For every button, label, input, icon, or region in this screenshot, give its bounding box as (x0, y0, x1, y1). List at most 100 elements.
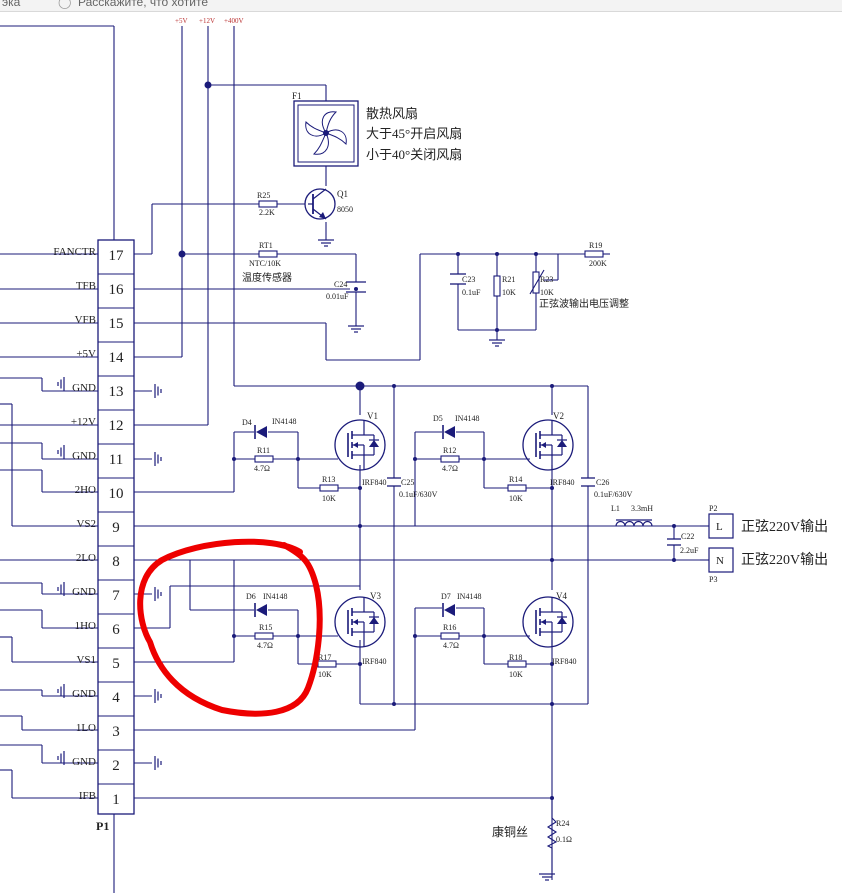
p3-pin: N (716, 555, 724, 567)
d5-ref: D5 (433, 414, 443, 423)
r13-value: 10K (322, 494, 336, 503)
rail-label-12v: +12V (199, 17, 215, 25)
rt1-ref: RT1 (259, 241, 273, 250)
r19-value: 200K (589, 259, 607, 268)
fan-icon (293, 100, 359, 167)
pin-label: GND (72, 688, 96, 700)
c26-ref: C26 (596, 478, 609, 487)
r19-ref: R19 (589, 241, 602, 250)
diode-icon (442, 602, 456, 618)
pin-label: VFB (75, 314, 96, 326)
c22-ref: C22 (681, 532, 694, 541)
l1-ref: L1 (611, 504, 620, 513)
v3-ref: V3 (370, 591, 381, 601)
r24-ref: R24 (556, 819, 569, 828)
top-toolbar: эка ◯ Расскажите, что хотите (0, 0, 842, 12)
c24-value: 0.01uF (326, 292, 349, 301)
pin-label: VS1 (76, 654, 96, 666)
diode-icon (442, 424, 456, 440)
r12-ref: R12 (443, 446, 456, 455)
p2-ref: P2 (709, 504, 717, 513)
toolbar-text: эка (2, 0, 21, 9)
r23-value: 10K (540, 288, 554, 297)
v4-ref: V4 (556, 591, 567, 601)
r15-ref: R15 (259, 623, 272, 632)
r25-ref: R25 (257, 191, 270, 200)
v2-value: IRF840 (550, 478, 574, 487)
pin-label: +5V (76, 348, 96, 360)
l1-value: 3.3mH (631, 504, 653, 513)
rt1-desc: 温度传感器 (242, 271, 292, 284)
r16-ref: R16 (443, 623, 456, 632)
pin-number: 7 (112, 588, 120, 604)
r24-value: 0.1Ω (556, 835, 572, 844)
c22-value: 2.2uF (680, 546, 699, 555)
r12-value: 4.7Ω (442, 464, 458, 473)
d5-value: IN4148 (455, 414, 479, 423)
pin-label: FANCTR (53, 246, 96, 258)
pin-number: 11 (109, 452, 123, 468)
pin-label: VS2 (76, 518, 96, 530)
pin-label: GND (72, 450, 96, 462)
inductor-icon (615, 519, 653, 527)
mosfet-icon (522, 596, 574, 648)
pin-number: 6 (112, 622, 120, 638)
v1-value: IRF840 (362, 478, 386, 487)
lightbulb-icon: ◯ (58, 0, 72, 9)
r11-value: 4.7Ω (254, 464, 270, 473)
r11-ref: R11 (257, 446, 270, 455)
r17-value: 10K (318, 670, 332, 679)
r14-ref: R14 (509, 475, 522, 484)
pin-label: +12V (71, 416, 96, 428)
rail-label-5v: +5V (175, 17, 188, 25)
pin-label: GND (72, 382, 96, 394)
rt1-value: NTC/10K (249, 259, 281, 268)
d4-value: IN4148 (272, 417, 296, 426)
tell-me-input[interactable]: Расскажите, что хотите (78, 0, 209, 9)
pin-number: 10 (109, 486, 124, 502)
v2-ref: V2 (553, 411, 564, 421)
r23-ref: R23 (540, 275, 553, 284)
pin-number: 1 (112, 792, 120, 808)
shunt-resistor (546, 817, 558, 849)
c25-value: 0.1uF/630V (399, 490, 438, 499)
pin-number: 14 (109, 350, 125, 366)
v3-value: IRF840 (362, 657, 386, 666)
fan-ref: F1 (292, 91, 302, 101)
mosfet-icon (522, 419, 574, 471)
pin-number: 3 (112, 724, 120, 740)
p3-ref: P3 (709, 575, 717, 584)
r18-value: 10K (509, 670, 523, 679)
diode-icon (254, 424, 268, 440)
mosfet-icon (334, 419, 386, 471)
connector-p1: 17FANCTR16TFB15VFB14+5V13GND12+12V11GND1… (53, 246, 134, 808)
r18-ref: R18 (509, 653, 522, 662)
r17-ref: R17 (318, 653, 331, 662)
fan-desc-3: 小于40°关闭风扇 (366, 147, 462, 162)
diode-icon (254, 602, 268, 618)
pin-label: 2LO (76, 552, 96, 564)
pin-number: 2 (112, 758, 120, 774)
pin-label: GND (72, 756, 96, 768)
r13-ref: R13 (322, 475, 335, 484)
q1-ref: Q1 (337, 189, 348, 199)
pin-label: 1HO (75, 620, 96, 632)
pin-label: IFB (79, 790, 96, 802)
d6-value: IN4148 (263, 592, 287, 601)
c23-value: 0.1uF (462, 288, 481, 297)
v1-ref: V1 (367, 411, 378, 421)
pin-label: GND (72, 586, 96, 598)
d6-ref: D6 (246, 592, 256, 601)
pin-number: 12 (109, 418, 124, 434)
npn-transistor-icon (304, 188, 336, 220)
r23-desc: 正弦波输出电压调整 (539, 297, 629, 310)
fan-desc-2: 大于45°开启风扇 (366, 126, 462, 141)
r16-value: 4.7Ω (443, 641, 459, 650)
r21-value: 10K (502, 288, 516, 297)
c26-value: 0.1uF/630V (594, 490, 633, 499)
r21-ref: R21 (502, 275, 515, 284)
pin-number: 5 (112, 656, 120, 672)
pin-number: 8 (112, 554, 120, 570)
r24-desc: 康铜丝 (492, 824, 528, 839)
